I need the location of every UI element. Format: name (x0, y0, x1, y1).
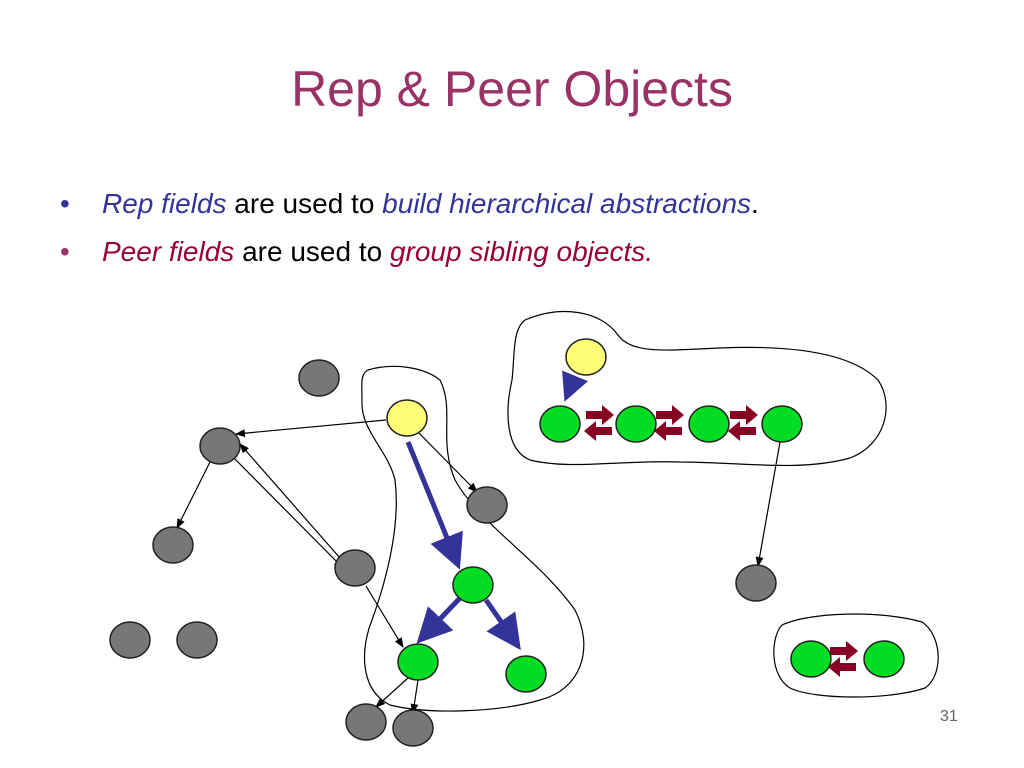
rep-context-outline (361, 365, 585, 712)
peer-arrow-right (656, 405, 684, 425)
green-object (397, 643, 439, 681)
peer-object (863, 640, 905, 678)
rep-fields-purpose: build hierarchical abstractions (382, 188, 752, 219)
rep-edge-green-to-green-left (416, 596, 462, 644)
edge-gray-mid-back (239, 443, 341, 559)
peer-fields-term: Peer fields (102, 236, 235, 267)
gray-object (466, 486, 508, 524)
green-object (452, 566, 494, 604)
bullet-text: are used to (226, 188, 383, 219)
peer-arrow-left (828, 657, 856, 677)
gray-object (199, 427, 241, 465)
bullet-marker: • (60, 188, 70, 219)
gray-object (345, 703, 387, 741)
green-object (505, 655, 547, 693)
bullet-rep-fields: • Rep fields are used to build hierarchic… (60, 188, 759, 220)
peer-arrow-left (584, 421, 612, 441)
edge-yellow-to-gray-left (235, 419, 387, 438)
reference-edges (176, 419, 781, 714)
rep-edge-green-to-green-right (483, 598, 521, 651)
peer-arrow-right (730, 405, 758, 425)
peer-arrow-right (830, 641, 858, 661)
edge-yellow-to-gray-right (415, 429, 478, 493)
edge-green-to-gray-bl (375, 677, 409, 708)
peer-fields-purpose: group sibling objects. (389, 236, 653, 267)
bullet-peer-fields: • Peer fields are used to group sibling o… (60, 236, 653, 268)
rep-edges (405, 370, 589, 651)
peer-arrow-left (654, 421, 682, 441)
peer-object (539, 405, 581, 443)
gray-object (334, 549, 376, 587)
rep-fields-term: Rep fields (102, 188, 227, 219)
green-objects (397, 405, 905, 693)
gray-object (176, 621, 218, 659)
edge-gray-to-gray-mid (227, 451, 344, 569)
slide-title: Rep & Peer Objects (291, 61, 733, 117)
peer-object (761, 405, 803, 443)
gray-object (735, 564, 777, 602)
bullet-marker: • (60, 236, 70, 267)
peer-context-outline-small (773, 613, 939, 698)
rep-edge-yellow-to-green (405, 441, 463, 570)
bullet-text-end: . (751, 188, 759, 219)
edge-peer-to-gray (755, 441, 781, 567)
edge-green-to-gray-br (410, 679, 419, 714)
gray-object (152, 526, 194, 564)
owner-objects (386, 338, 607, 437)
gray-objects (109, 359, 777, 747)
edge-gray-mid-to-green (365, 585, 404, 648)
rep-edge-yellow-to-peer-group (562, 370, 589, 402)
edge-gray-down-left (176, 457, 213, 529)
peer-edges (584, 405, 858, 677)
page-number: 31 (940, 708, 958, 725)
peer-object (615, 405, 657, 443)
gray-object (109, 621, 151, 659)
peer-arrow-right (586, 405, 614, 425)
gray-object (298, 359, 340, 397)
peer-object (790, 640, 832, 678)
peer-context-outline-top (507, 310, 887, 467)
gray-object (392, 709, 434, 747)
owner-object (386, 399, 428, 437)
bullet-text: are used to (234, 236, 390, 267)
peer-object (688, 405, 730, 443)
peer-arrow-left (728, 421, 756, 441)
owner-object (565, 338, 607, 376)
